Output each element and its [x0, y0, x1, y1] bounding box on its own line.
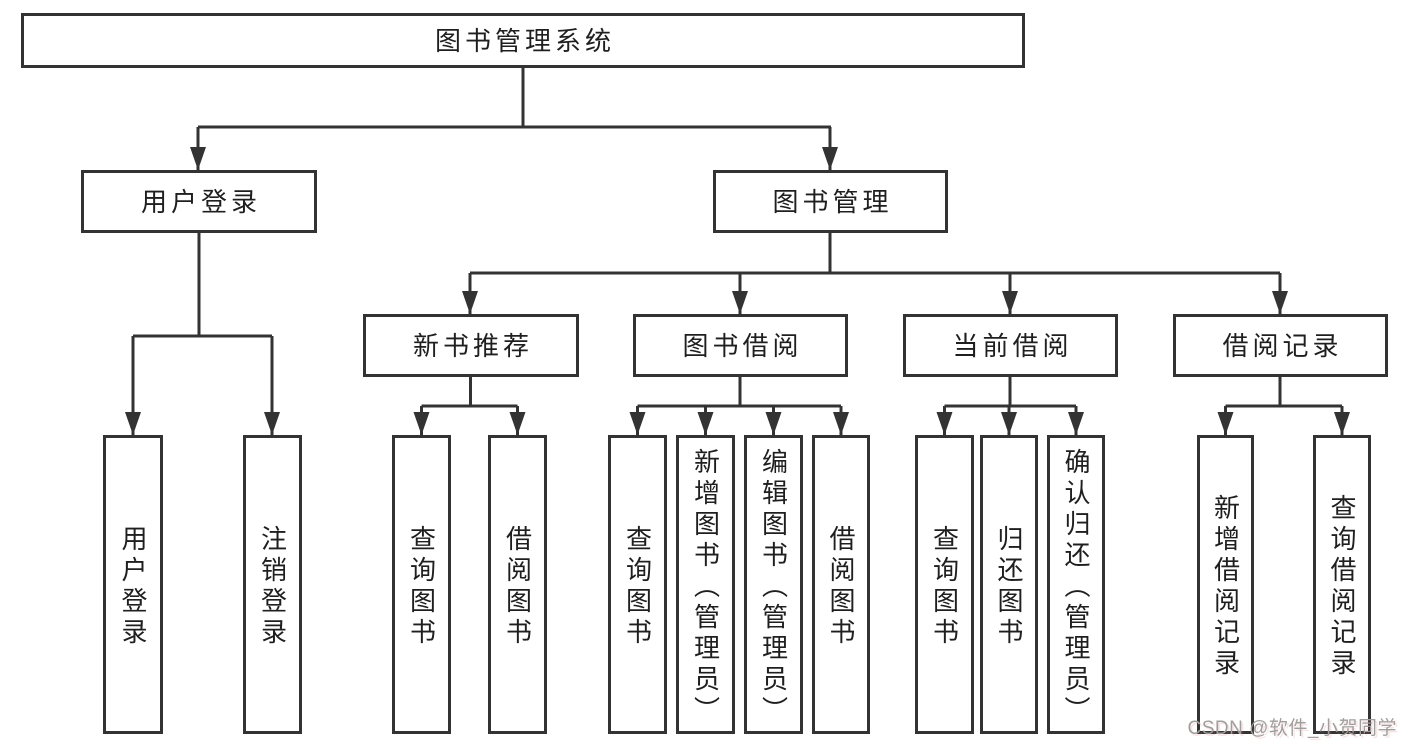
node-new-book-recommend: 新书推荐 [363, 314, 579, 377]
leaf-current-return-books-label: 归还图书 [994, 525, 1024, 649]
node-root: 图书管理系统 [21, 13, 1025, 68]
leaf-recommend-borrow-books: 借阅图书 [488, 435, 547, 734]
leaf-recommend-query-books-label: 查询图书 [406, 525, 437, 649]
leaf-borrow-query-books-label: 查询图书 [622, 525, 653, 649]
node-book-management: 图书管理 [713, 170, 948, 233]
node-borrow-record: 借阅记录 [1173, 314, 1388, 377]
leaf-current-query-books-label: 查询图书 [929, 525, 960, 649]
leaf-user-login-label: 用户登录 [118, 525, 148, 649]
leaf-record-add-record: 新增借阅记录 [1197, 435, 1254, 734]
node-root-label: 图书管理系统 [434, 25, 615, 56]
leaf-borrow-query-books: 查询图书 [608, 435, 667, 734]
leaf-recommend-query-books: 查询图书 [392, 435, 451, 734]
node-current-borrow-label: 当前借阅 [952, 330, 1073, 361]
leaf-borrow-edit-books-admin: 编辑图书（管理员） [744, 435, 803, 734]
leaf-borrow-add-books-admin-label: 新增图书（管理员） [690, 447, 721, 727]
leaf-logout: 注销登录 [243, 435, 302, 734]
leaf-record-query-record-label: 查询借阅记录 [1327, 494, 1357, 680]
node-book-borrow: 图书借阅 [633, 314, 848, 377]
leaf-current-confirm-return-admin-label: 确认归还（管理员） [1061, 447, 1091, 727]
node-borrow-record-label: 借阅记录 [1222, 330, 1343, 361]
leaf-current-query-books: 查询图书 [915, 435, 974, 734]
node-current-borrow: 当前借阅 [903, 314, 1118, 377]
leaf-user-login: 用户登录 [103, 435, 163, 734]
node-new-book-recommend-label: 新书推荐 [412, 330, 533, 361]
leaf-current-confirm-return-admin: 确认归还（管理员） [1047, 435, 1105, 734]
node-book-management-label: 图书管理 [772, 186, 893, 217]
leaf-recommend-borrow-books-label: 借阅图书 [502, 525, 533, 649]
leaf-borrow-borrow-books: 借阅图书 [812, 435, 870, 734]
leaf-record-query-record: 查询借阅记录 [1313, 435, 1371, 734]
leaf-borrow-edit-books-admin-label: 编辑图书（管理员） [758, 447, 789, 727]
leaf-logout-label: 注销登录 [257, 525, 288, 649]
node-user-login-label: 用户登录 [140, 186, 261, 217]
node-book-borrow-label: 图书借阅 [682, 330, 803, 361]
leaf-borrow-borrow-books-label: 借阅图书 [826, 525, 856, 649]
node-user-login: 用户登录 [81, 170, 317, 233]
leaf-record-add-record-label: 新增借阅记录 [1210, 494, 1241, 680]
watermark-text: CSDN @软件_小贺同学 [1187, 718, 1397, 739]
leaf-borrow-add-books-admin: 新增图书（管理员） [676, 435, 735, 734]
leaf-current-return-books: 归还图书 [980, 435, 1038, 734]
